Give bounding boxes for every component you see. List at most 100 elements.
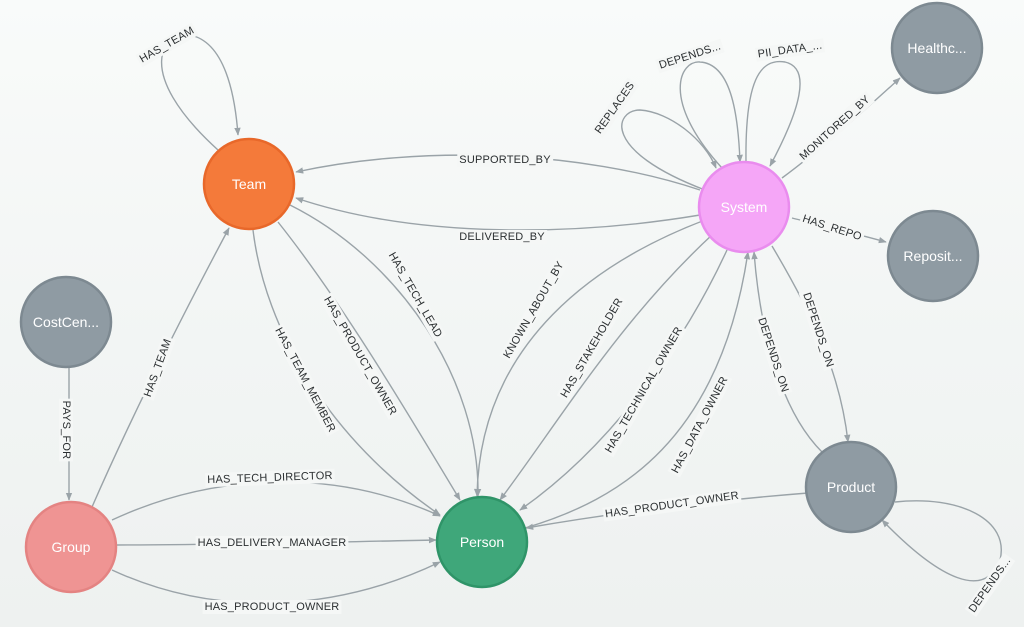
edge-label-team-has-team: HAS_TEAM <box>138 25 197 66</box>
edge-label-bg <box>964 552 1016 618</box>
edge-system-delivered-by[interactable] <box>295 197 701 231</box>
edge-label-bg <box>754 38 826 62</box>
edge-label-group-system-pii-data: PII_DATA_... <box>754 38 826 62</box>
node-group[interactable]: Group <box>24 500 118 594</box>
edge-label-bg <box>59 398 73 462</box>
edge-system-known-about-by[interactable] <box>473 219 706 497</box>
edge-label-bg <box>795 90 876 165</box>
edge-label-system-pii-data: PII_DATA_... <box>757 40 823 61</box>
node-person[interactable]: Person <box>435 495 529 589</box>
edge-label-costcentre-pays-for: PAYS_FOR <box>60 401 72 460</box>
edge-label-group-group-has-team: HAS_TEAM <box>140 335 176 401</box>
edge-label-bg <box>195 536 349 550</box>
edge-label-group-system-delivered-by: DELIVERED_BY <box>457 230 548 244</box>
edge-label-system-delivered-by: DELIVERED_BY <box>459 231 545 243</box>
edge-label-group-group-has-tech-director: HAS_TECH_DIRECTOR <box>205 468 335 488</box>
edge-system-pii-data[interactable] <box>745 60 801 167</box>
edge-label-bg <box>556 293 628 403</box>
edge-label-team-has-tech-lead: HAS_TECH_LEAD <box>386 250 444 339</box>
edge-label-bg <box>590 77 640 139</box>
node-label-product: Product <box>827 479 875 495</box>
edge-label-team-has-team-member: HAS_TEAM_MEMBER <box>272 326 337 435</box>
edge-label-group-team-has-product-owner: HAS_PRODUCT_OWNER <box>319 292 401 420</box>
edge-label-group-system-has-data-owner: HAS_DATA_OWNER <box>667 372 733 478</box>
edge-label-group-has-team: HAS_TEAM <box>142 337 174 398</box>
edge-label-product-depends-self: DEPENDS... <box>967 555 1014 615</box>
node-team[interactable]: Team <box>202 137 296 231</box>
node-label-healthcheck: Healthc... <box>907 40 966 56</box>
node-circle-product[interactable] <box>804 440 898 534</box>
node-label-costcentre: CostCen... <box>33 314 99 330</box>
edge-label-bg <box>655 38 725 74</box>
edge-label-bg <box>667 372 733 478</box>
edge-label-group-system-supported-by: SUPPORTED_BY <box>457 153 554 167</box>
node-healthcheck[interactable]: Healthc... <box>890 1 984 95</box>
edge-product-depends-on-system[interactable] <box>751 251 823 453</box>
edge-label-group-team-has-tech-lead: HAS_TECH_LEAD <box>383 248 447 342</box>
node-circle-team[interactable] <box>202 137 296 231</box>
edge-label-group-has-tech-director: HAS_TECH_DIRECTOR <box>207 470 333 486</box>
edge-label-system-monitored-by: MONITORED_BY <box>797 93 872 163</box>
edge-label-system-has-data-owner: HAS_DATA_OWNER <box>669 375 730 476</box>
edge-team-has-tech-lead[interactable] <box>289 204 482 497</box>
edge-label-group-system-has-repo: HAS_REPO <box>798 211 866 245</box>
node-circle-person[interactable] <box>435 495 529 589</box>
edge-system-depends[interactable] <box>679 61 743 169</box>
edge-label-system-replaces: REPLACES <box>593 80 637 136</box>
edge-system-has-data-owner[interactable] <box>524 251 751 529</box>
edge-label-bg <box>457 230 548 244</box>
edge-label-bg <box>798 211 866 245</box>
edge-team-has-team[interactable] <box>160 33 241 151</box>
node-circle-repository[interactable] <box>886 209 980 303</box>
edge-system-has-stakeholder[interactable] <box>499 233 714 501</box>
edge-label-group-system-depends-on-product: DEPENDS_ON <box>798 288 838 372</box>
edge-label-system-has-stakeholder: HAS_STAKEHOLDER <box>559 296 626 400</box>
edge-label-group-product-depends-on-system: DEPENDS_ON <box>753 313 793 397</box>
edge-group-has-product-owner[interactable] <box>111 561 441 604</box>
edge-label-group-has-product-owner: HAS_PRODUCT_OWNER <box>205 601 340 613</box>
edge-label-bg <box>205 468 335 488</box>
edge-label-group-costcentre-pays-for: PAYS_FOR <box>59 398 73 462</box>
edge-product-depends-self[interactable] <box>881 500 1002 582</box>
edge-label-group-team-has-team: HAS_TEAM <box>135 22 199 68</box>
edge-group-has-tech-director[interactable] <box>111 481 441 521</box>
node-label-team: Team <box>232 176 266 192</box>
edge-label-product-depends-on-system: DEPENDS_ON <box>755 316 790 394</box>
edge-team-has-product-owner[interactable] <box>277 221 461 501</box>
node-circle-system[interactable] <box>697 160 791 254</box>
edge-label-bg <box>499 256 569 363</box>
node-label-person: Person <box>460 534 504 550</box>
node-circle-group[interactable] <box>24 500 118 594</box>
edge-label-bg <box>457 153 554 167</box>
edge-label-group-system-monitored-by: MONITORED_BY <box>795 90 876 165</box>
edge-label-group-product-depends-self: DEPENDS... <box>964 552 1016 618</box>
node-label-repository: Reposit... <box>903 248 962 264</box>
node-circle-costcentre[interactable] <box>19 275 113 369</box>
node-product[interactable]: Product <box>804 440 898 534</box>
node-circle-healthcheck[interactable] <box>890 1 984 95</box>
edge-label-bg <box>270 323 340 437</box>
edge-system-depends-on-product[interactable] <box>771 245 851 443</box>
edge-label-bg <box>601 322 687 458</box>
edge-label-bg <box>753 313 793 397</box>
edge-label-system-depends-on-product: DEPENDS_ON <box>800 291 835 369</box>
edge-label-bg <box>602 488 742 522</box>
edge-label-group-team-has-team-member: HAS_TEAM_MEMBER <box>270 323 340 437</box>
edge-label-team-has-product-owner: HAS_PRODUCT_OWNER <box>321 295 399 418</box>
node-label-group: Group <box>52 539 91 555</box>
edge-label-bg <box>319 292 401 420</box>
edge-label-group-group-has-product-owner: HAS_PRODUCT_OWNER <box>202 600 342 614</box>
edge-system-replaces[interactable] <box>621 109 717 191</box>
edge-label-group-system-has-stakeholder: HAS_STAKEHOLDER <box>556 293 628 403</box>
edge-label-group-has-delivery-manager: HAS_DELIVERY_MANAGER <box>198 537 347 549</box>
edge-label-system-has-technical-owner: HAS_TECHNICAL_OWNER <box>603 325 685 455</box>
node-system[interactable]: System <box>697 160 791 254</box>
node-costcentre[interactable]: CostCen... <box>19 275 113 369</box>
edge-label-group-group-has-delivery-manager: HAS_DELIVERY_MANAGER <box>195 536 349 550</box>
edge-label-bg <box>383 248 447 342</box>
edge-label-system-supported-by: SUPPORTED_BY <box>459 154 551 166</box>
node-label-system: System <box>721 199 768 215</box>
node-repository[interactable]: Reposit... <box>886 209 980 303</box>
